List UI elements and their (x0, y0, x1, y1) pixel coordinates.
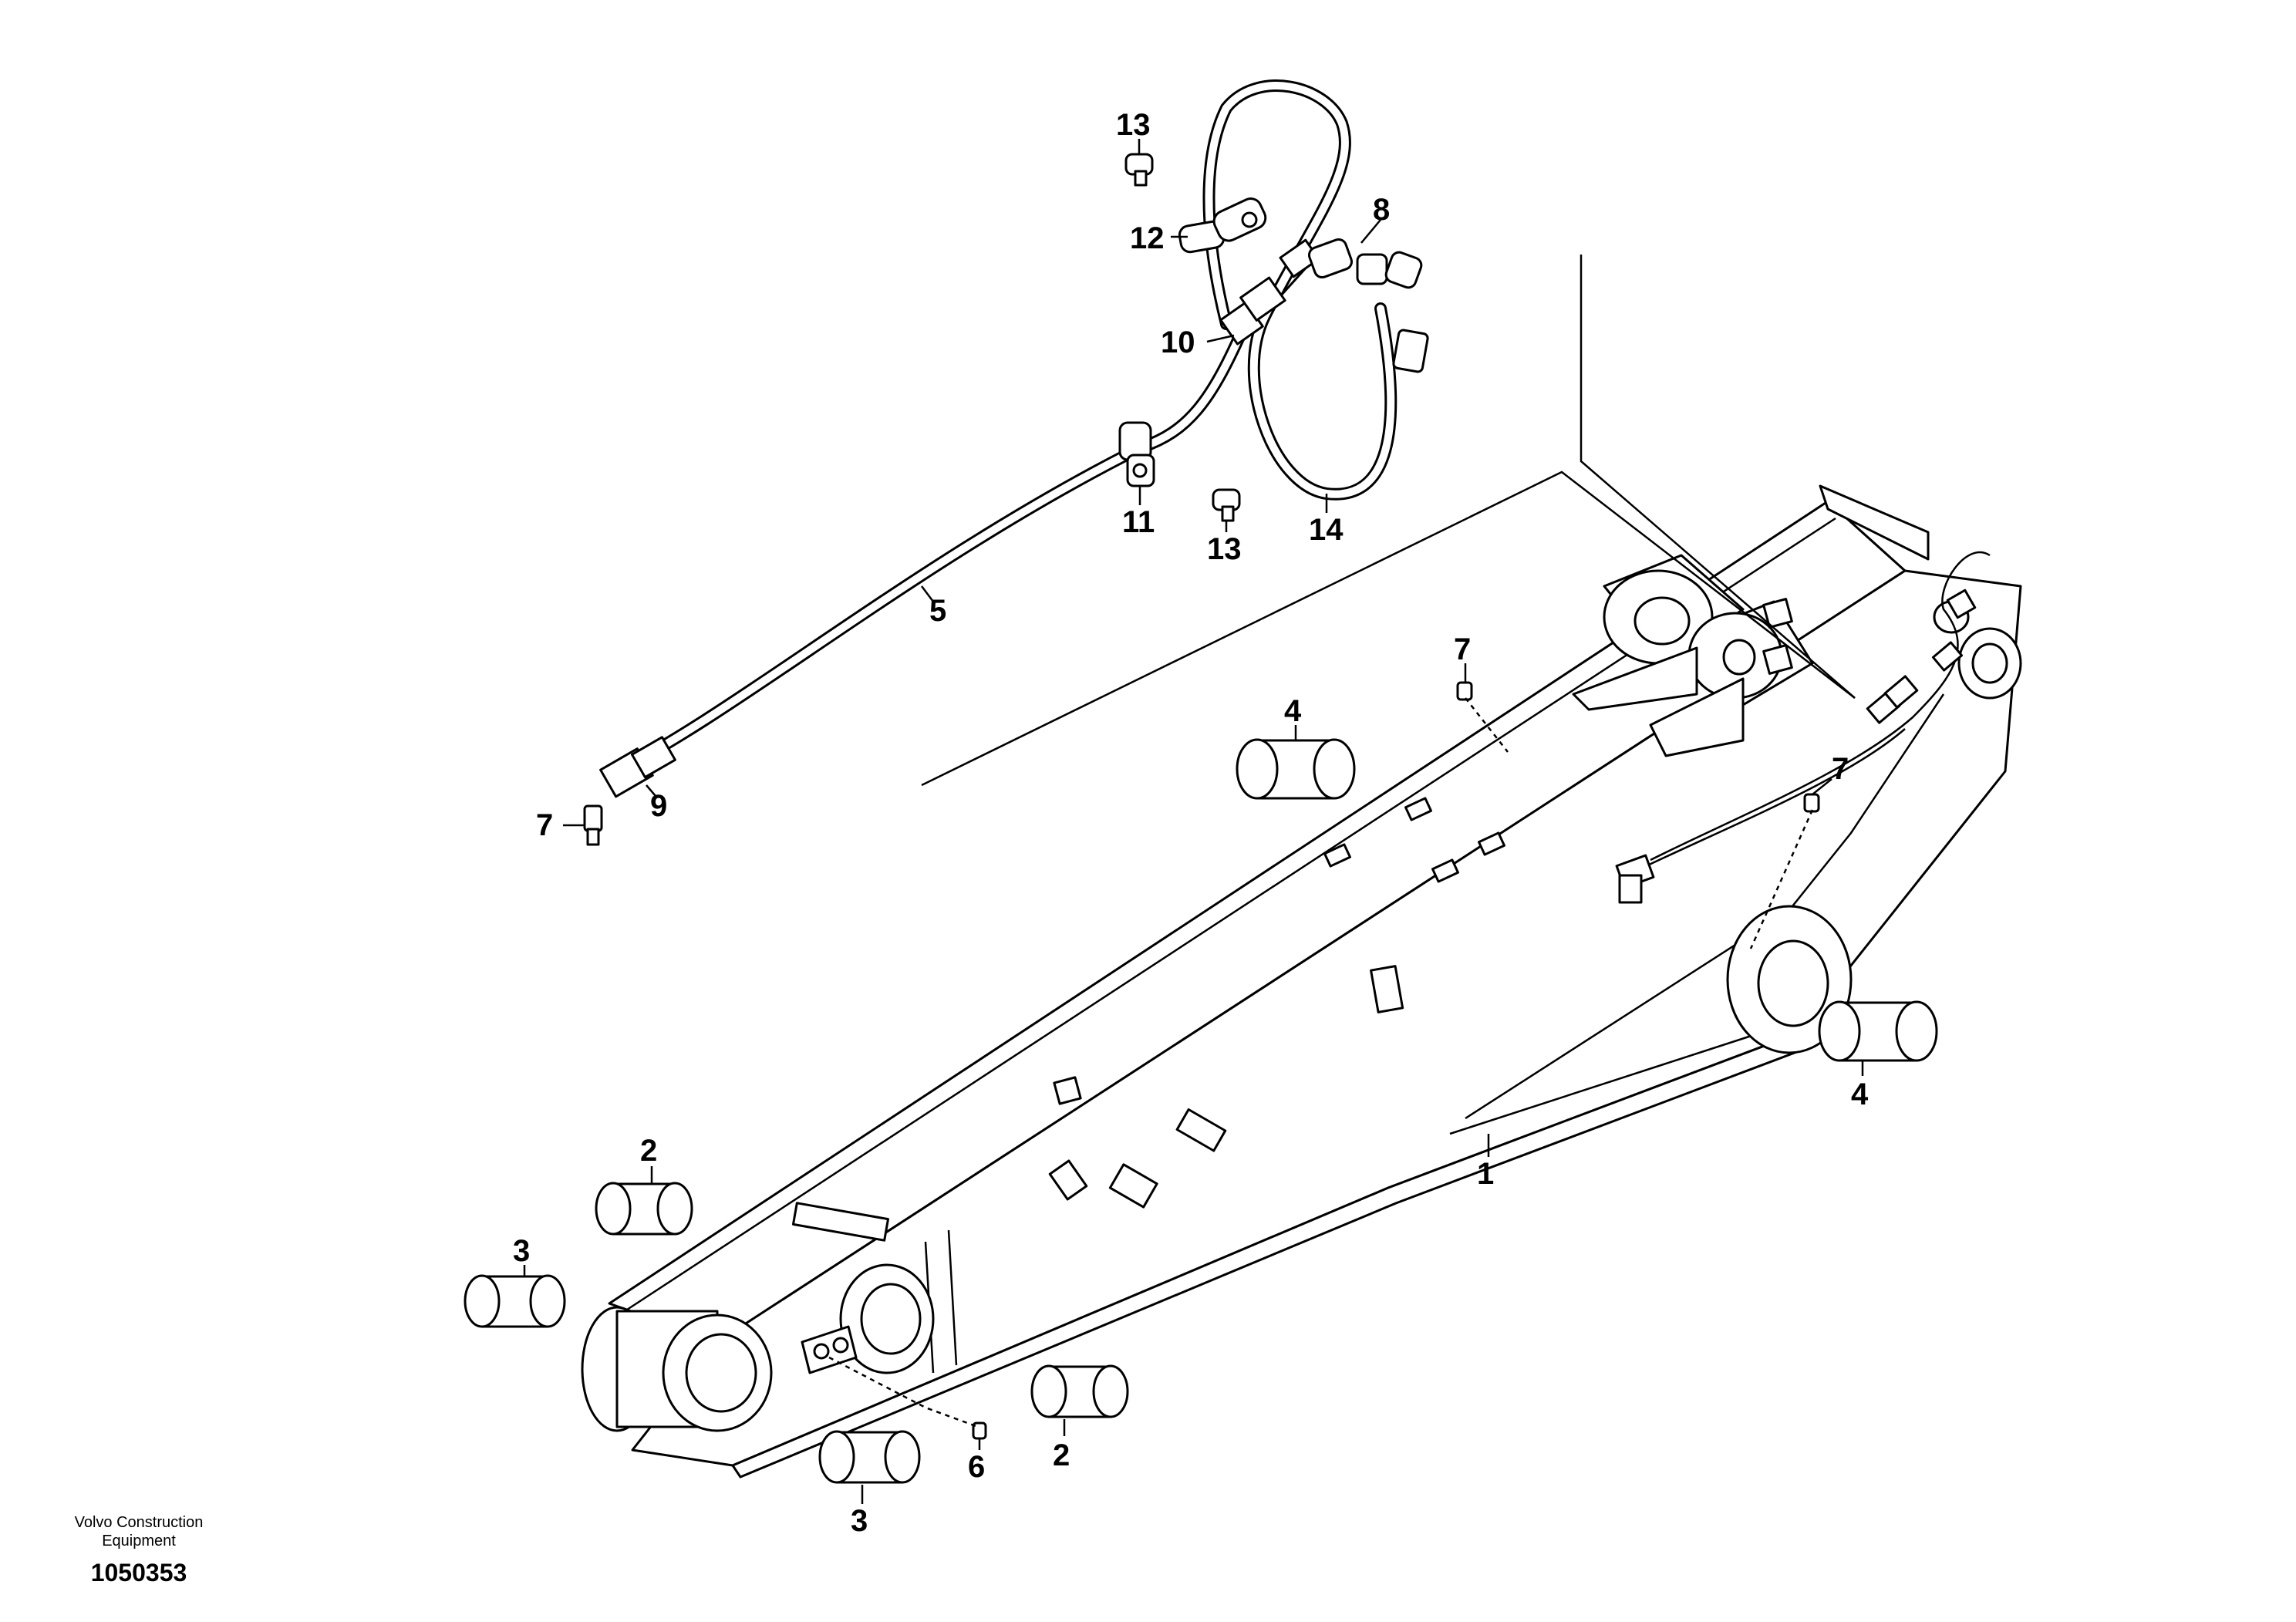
pointer-lines (921, 255, 1856, 787)
callout-12: 12 (1130, 221, 1165, 255)
callout-4-upper: 4 (1284, 694, 1302, 728)
callout-2-upper: 2 (640, 1134, 657, 1168)
callout-8: 8 (1373, 193, 1390, 227)
boom-head (1572, 484, 2022, 1054)
drawing-number: 1050353 (91, 1559, 187, 1587)
leader-lines (523, 139, 1864, 1504)
bushing-4-lower (1818, 1000, 1938, 1062)
bushing-3-lower (818, 1430, 921, 1484)
bushing-2-upper (595, 1182, 693, 1236)
callout-1: 1 (1477, 1157, 1494, 1191)
callout-14: 14 (1309, 513, 1344, 547)
footer: Volvo Construction Equipment 1050353 (75, 1514, 204, 1587)
callout-labels: 1 2 2 3 3 4 4 5 6 7 7 7 8 9 10 11 12 13 … (513, 108, 1869, 1538)
callout-7-pipe: 7 (536, 808, 553, 842)
grease-pipe-assembly (583, 79, 1429, 846)
callout-2-lower: 2 (1053, 1438, 1070, 1472)
bushing-3-upper (464, 1274, 566, 1328)
brand-line-2: Equipment (102, 1533, 176, 1549)
callout-3-lower: 3 (851, 1504, 868, 1538)
callout-7-head: 7 (1832, 752, 1849, 786)
callout-5: 5 (929, 594, 946, 628)
boom-brackets (791, 797, 1505, 1242)
bushing-4-upper (1236, 738, 1356, 800)
bushing-2-lower (1030, 1364, 1129, 1418)
boom-body (608, 500, 2022, 1479)
callout-9: 9 (650, 789, 667, 823)
callout-13-lower: 13 (1207, 532, 1242, 566)
callout-11: 11 (1122, 505, 1155, 539)
callout-3-upper: 3 (513, 1234, 530, 1268)
grease-nipples (828, 681, 1820, 1440)
head-hose (1615, 551, 1991, 904)
callout-7-boom: 7 (1454, 632, 1471, 666)
callout-6: 6 (968, 1450, 985, 1484)
callout-4-lower: 4 (1851, 1077, 1869, 1111)
callout-10: 10 (1161, 325, 1195, 359)
boom-foot (581, 1263, 935, 1432)
brand-line-1: Volvo Construction (75, 1514, 204, 1531)
callout-13-upper: 13 (1116, 108, 1151, 142)
